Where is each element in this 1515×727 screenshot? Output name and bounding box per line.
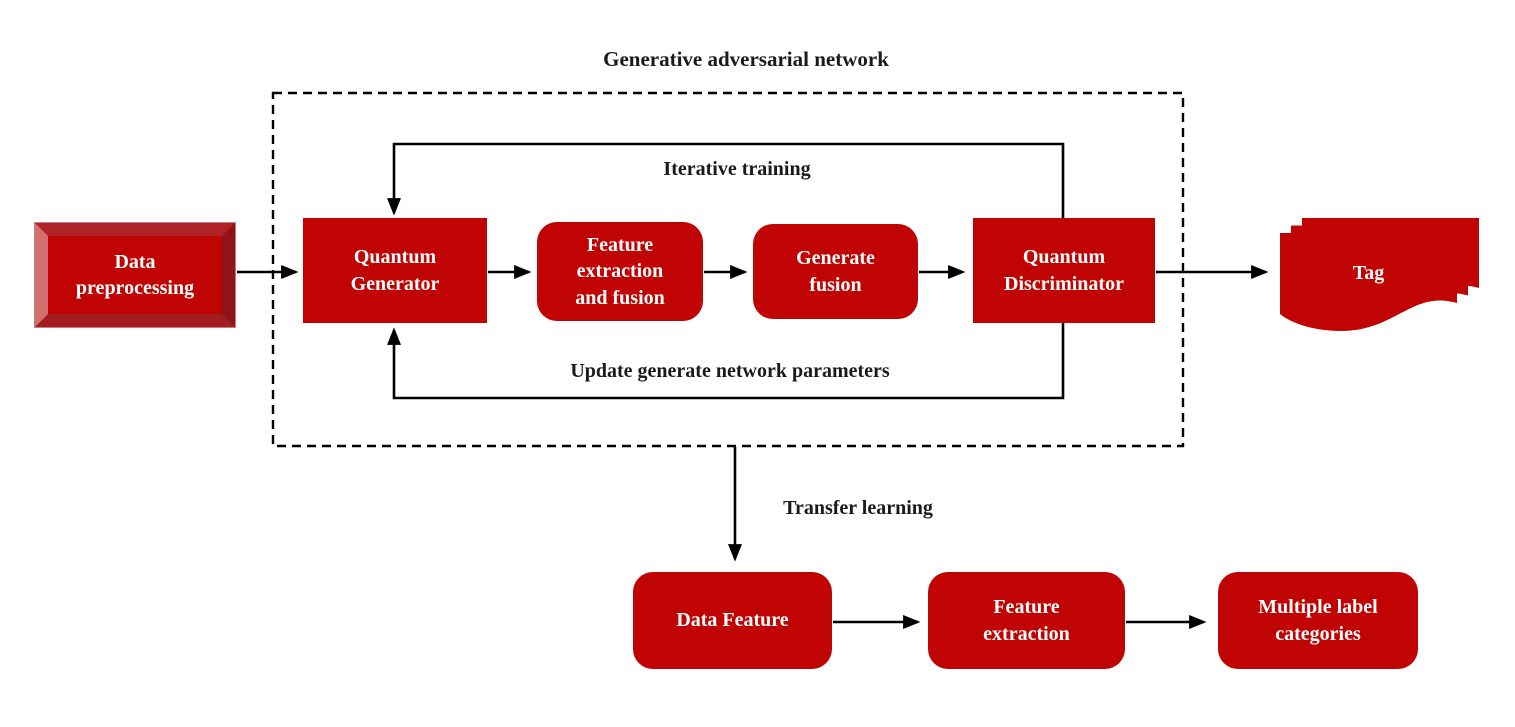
- node-tag-label: Tag: [1352, 262, 1385, 284]
- tag-document-stack: [1280, 218, 1479, 331]
- gan-dashed-boundary: [271, 91, 1185, 448]
- node-generate-fusion-label: Generate fusion: [796, 247, 875, 296]
- arrow-update-parameters-loop: [386, 322, 1065, 400]
- label-transfer-learning: Transfer learning: [783, 497, 933, 519]
- tag-document-shape-front: [1280, 233, 1457, 331]
- label-update-parameters: Update generate network parameters: [570, 360, 890, 382]
- node-feature-extraction-fusion-label: Feature extraction and fusion: [575, 233, 665, 309]
- node-feature-extraction-label: Feature extraction: [983, 596, 1070, 645]
- node-quantum-discriminator-label: Quantum Discriminator: [1004, 246, 1124, 295]
- node-quantum-generator-label: Quantum Generator: [350, 246, 440, 295]
- node-feature-extraction-fusion: Feature extraction and fusion: [537, 222, 703, 321]
- node-generate-fusion: Generate fusion: [753, 224, 918, 319]
- node-multiple-label-categories-label: Multiple label categories: [1258, 596, 1378, 645]
- diagram-title: Generative adversarial network: [603, 47, 889, 71]
- label-iterative-training: Iterative training: [663, 158, 811, 180]
- node-multiple-label-categories: Multiple label categories: [1218, 572, 1418, 669]
- node-quantum-discriminator: Quantum Discriminator: [973, 218, 1155, 323]
- node-feature-extraction: Feature extraction: [928, 572, 1125, 669]
- node-data-preprocessing: Data preprocessing: [35, 223, 235, 327]
- node-data-feature: Data Feature: [633, 572, 832, 669]
- node-data-feature-label: Data Feature: [676, 609, 789, 632]
- node-data-preprocessing-label: Data preprocessing: [75, 250, 195, 299]
- node-quantum-generator: Quantum Generator: [303, 218, 487, 323]
- arrow-iterative-training-loop: [386, 142, 1065, 219]
